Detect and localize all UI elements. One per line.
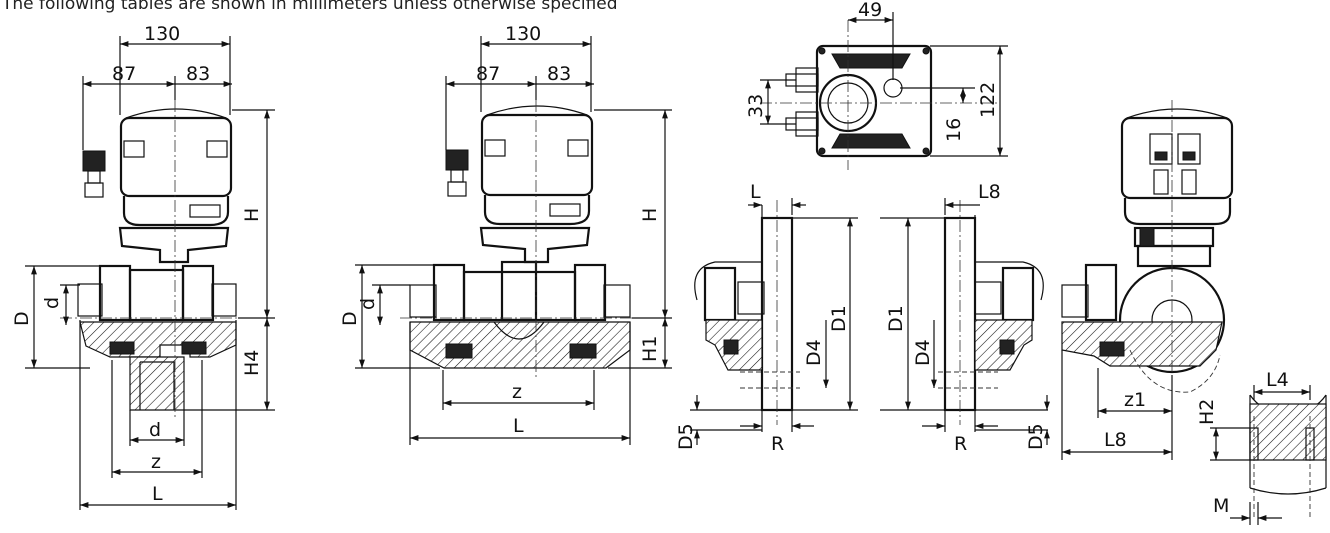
dim-L-detail: L xyxy=(750,181,761,203)
dim-87-b: 87 xyxy=(476,63,500,85)
dim-16: 16 xyxy=(943,118,965,142)
dim-d-top-a: d xyxy=(41,297,63,309)
dim-L8-side: L8 xyxy=(1104,429,1127,451)
dim-130-a: 130 xyxy=(144,23,180,45)
view-front-b: 130 87 83 H H1 D d z L xyxy=(339,23,672,445)
dim-d-b: d xyxy=(357,298,379,310)
view-detail-right: L8 D1 D4 D5 R xyxy=(880,181,1050,455)
dim-z-b: z xyxy=(512,381,522,403)
dim-83-b: 83 xyxy=(547,63,571,85)
dim-H2: H2 xyxy=(1196,399,1218,425)
dim-D5-left: D5 xyxy=(675,423,697,450)
view-detail-circle: H2 L4 M xyxy=(1196,369,1327,525)
dim-L-b: L xyxy=(513,415,524,437)
dim-D-b: D xyxy=(339,311,361,326)
dim-L8-detail: L8 xyxy=(978,181,1001,203)
dim-D5-right: D5 xyxy=(1025,423,1047,450)
dim-R-right: R xyxy=(954,433,967,455)
dim-D4-left: D4 xyxy=(803,339,825,366)
dim-M: M xyxy=(1213,495,1229,517)
dim-130-b: 130 xyxy=(505,23,541,45)
dim-H1-b: H1 xyxy=(639,336,661,362)
dim-L-a: L xyxy=(152,483,163,505)
dim-H4-a: H4 xyxy=(241,350,263,376)
dim-D4-right: D4 xyxy=(912,339,934,366)
dim-R-left: R xyxy=(771,433,784,455)
view-side: z1 L8 xyxy=(1061,100,1234,460)
dim-H-a: H xyxy=(241,208,263,222)
dim-D-a: D xyxy=(11,311,33,326)
dim-z-a: z xyxy=(151,451,161,473)
dim-83-a: 83 xyxy=(186,63,210,85)
view-front-a: 130 87 83 H H4 D d d z L xyxy=(11,23,275,510)
view-detail-left: L D1 D4 D5 R xyxy=(675,181,858,455)
dim-z1: z1 xyxy=(1124,389,1146,411)
view-top: 49 33 16 122 xyxy=(745,0,1008,170)
dim-49: 49 xyxy=(858,0,882,21)
dim-d-bottom-a: d xyxy=(149,419,161,441)
dim-122: 122 xyxy=(977,82,999,118)
dim-H-b: H xyxy=(639,208,661,222)
dim-D1-right: D1 xyxy=(885,305,907,332)
dim-L4: L4 xyxy=(1266,369,1289,391)
dim-87-a: 87 xyxy=(112,63,136,85)
dim-D1-left: D1 xyxy=(828,305,850,332)
dim-33: 33 xyxy=(745,94,767,118)
page-caption: The following tables are shown in millim… xyxy=(2,0,618,14)
